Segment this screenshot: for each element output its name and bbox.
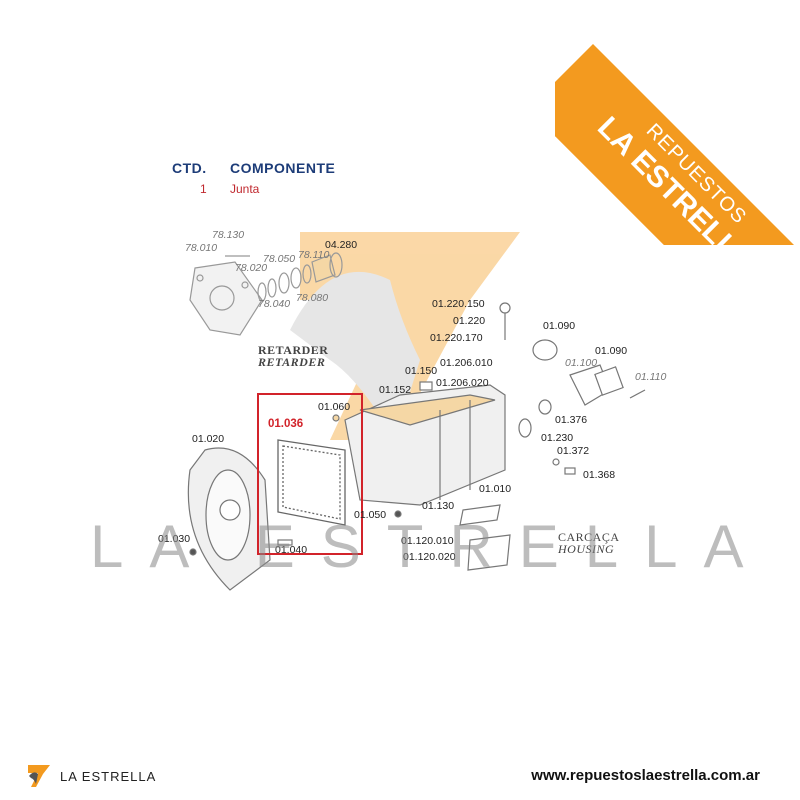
label-01-090-a: 01.090 (543, 320, 576, 332)
label-01-220: 01.220 (453, 315, 486, 327)
highlight-label: 01.036 (268, 418, 304, 430)
footer-url-link[interactable]: www.repuestoslaestrella.com.ar (531, 767, 760, 784)
label-01-230: 01.230 (541, 432, 574, 444)
label-01-090-b: 01.090 (595, 345, 628, 357)
housing (332, 302, 646, 571)
highlight-box (257, 393, 363, 555)
label-01-030: 01.030 (158, 533, 191, 545)
qty-header: CTD. (172, 160, 207, 176)
label-01-206-020: 01.206.020 (436, 377, 489, 389)
label-01-010: 01.010 (479, 483, 512, 495)
background-logo-7 (290, 232, 520, 440)
label-01-220-170: 01.220.170 (430, 332, 483, 344)
label-78-040: 78.040 (258, 298, 291, 310)
label-01-220-150: 01.220.150 (432, 298, 485, 310)
label-78-130: 78.130 (212, 229, 245, 241)
section-retarder-en: RETARDER (258, 355, 326, 369)
section-housing-es: CARCAÇA (558, 530, 620, 544)
gasket-01-036 (277, 439, 346, 526)
footer-brand: LA ESTRELLA (60, 769, 157, 784)
bell-housing (187, 447, 293, 591)
label-01-372: 01.372 (557, 445, 590, 457)
row-qty: 1 (200, 182, 207, 196)
label-01-100: 01.100 (565, 357, 598, 369)
section-retarder-es: RETARDER (258, 343, 329, 357)
label-01-120-020: 01.120.020 (403, 551, 456, 563)
label-01-376: 01.376 (555, 414, 588, 426)
label-01-152: 01.152 (379, 384, 412, 396)
label-78-010: 78.010 (185, 242, 218, 254)
watermark-text: LA ESTRELLA (90, 513, 770, 580)
label-01-130: 01.130 (422, 500, 455, 512)
label-78-020: 78.020 (235, 262, 268, 274)
label-78-110: 78.110 (298, 249, 330, 261)
label-01-020: 01.020 (192, 433, 225, 445)
retarder-assembly (189, 252, 343, 336)
brand-logo-icon (28, 765, 50, 787)
label-01-120-010: 01.120.010 (401, 535, 454, 547)
label-01-110: 01.110 (635, 371, 667, 383)
row-component: Junta (230, 182, 260, 196)
label-01-040: 01.040 (275, 544, 308, 556)
label-01-206-010: 01.206.010 (440, 357, 493, 369)
label-01-060: 01.060 (318, 401, 351, 413)
label-01-150: 01.150 (405, 365, 438, 377)
label-04-280: 04.280 (325, 239, 358, 251)
label-78-080: 78.080 (296, 292, 329, 304)
label-01-050: 01.050 (354, 509, 387, 521)
section-housing-en: HOUSING (558, 542, 615, 556)
label-78-050: 78.050 (263, 253, 296, 265)
component-header: COMPONENTE (230, 160, 336, 176)
label-01-368: 01.368 (583, 469, 616, 481)
